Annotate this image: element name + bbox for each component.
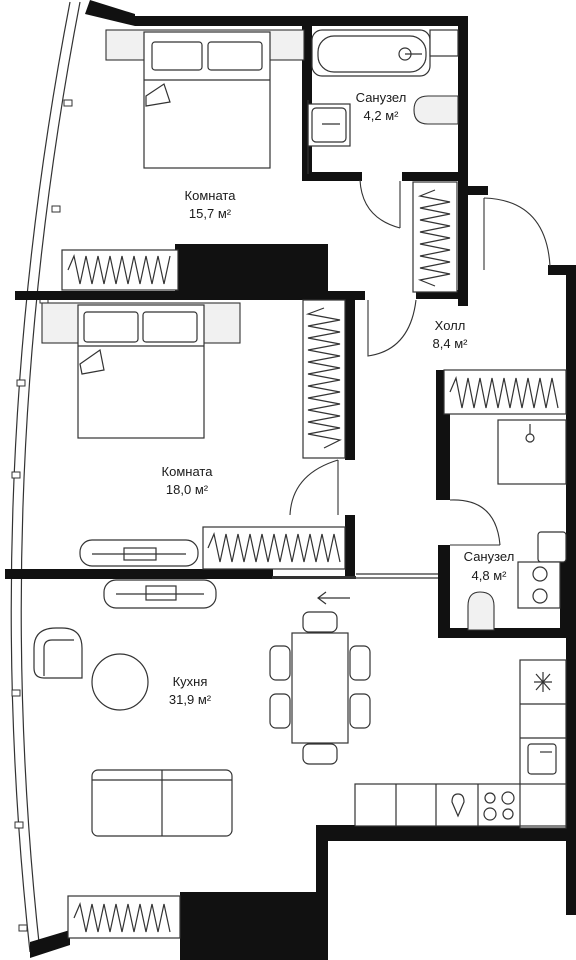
door-entrance [483,197,551,267]
sink-icon [537,531,567,563]
room-area-bath1: 4,2 м² [364,108,400,123]
round-table [91,653,149,711]
room-name-bedroom1: Комната [185,188,237,203]
bathroom2-fixtures [467,419,567,631]
extractor-icon [534,672,552,692]
room-name-hall: Холл [435,318,466,333]
room-area-bedroom2: 18,0 м² [166,482,209,497]
room-name-bath1: Санузел [356,90,407,105]
toilet-1 [413,95,459,125]
door-bedroom2 [367,299,417,357]
toilet-2 [467,591,495,631]
sliding-door [272,576,356,579]
room-name-bedroom2: Комната [162,464,214,479]
wardrobe-3 [202,526,346,570]
room-area-hall: 8,4 м² [433,336,469,351]
sink-kitchen [527,743,557,775]
arrow-left-icon [317,591,350,605]
room-area-bedroom1: 15,7 м² [189,206,232,221]
shower [497,419,567,485]
room-area-bath2: 4,8 м² [472,568,508,583]
facade-mullions [9,99,73,932]
counter-bottom [354,783,567,827]
cooktop-icon [483,791,515,821]
walls [5,0,576,960]
dining-chairs [269,611,371,765]
pillow [151,41,203,71]
armchair [33,627,83,679]
hall-wardrobes [412,181,567,415]
door-bedroom2b [289,459,339,516]
room-labels: Комната 15,7 м² Санузел 4,2 м² Холл 8,4 … [162,90,515,707]
blanket-fold [145,83,171,107]
door-bath2 [449,499,501,546]
wardrobe-kitchen [67,895,181,939]
bedroom1-furniture [61,29,305,291]
pillow [207,41,263,71]
door-swings [289,179,551,546]
room-name-bath2: Санузел [464,549,515,564]
room-area-kitchen: 31,9 м² [169,692,212,707]
fridge-mark [451,793,465,818]
dining-table [291,632,349,744]
room-name-kitchen: Кухня [173,674,208,689]
curved-facade [9,1,81,953]
door-bedroom1 [359,179,401,229]
bedroom2-furniture [41,299,346,570]
kitchen-furniture [33,573,567,939]
shaft [429,29,459,57]
bathroom1-fixtures [307,29,459,174]
